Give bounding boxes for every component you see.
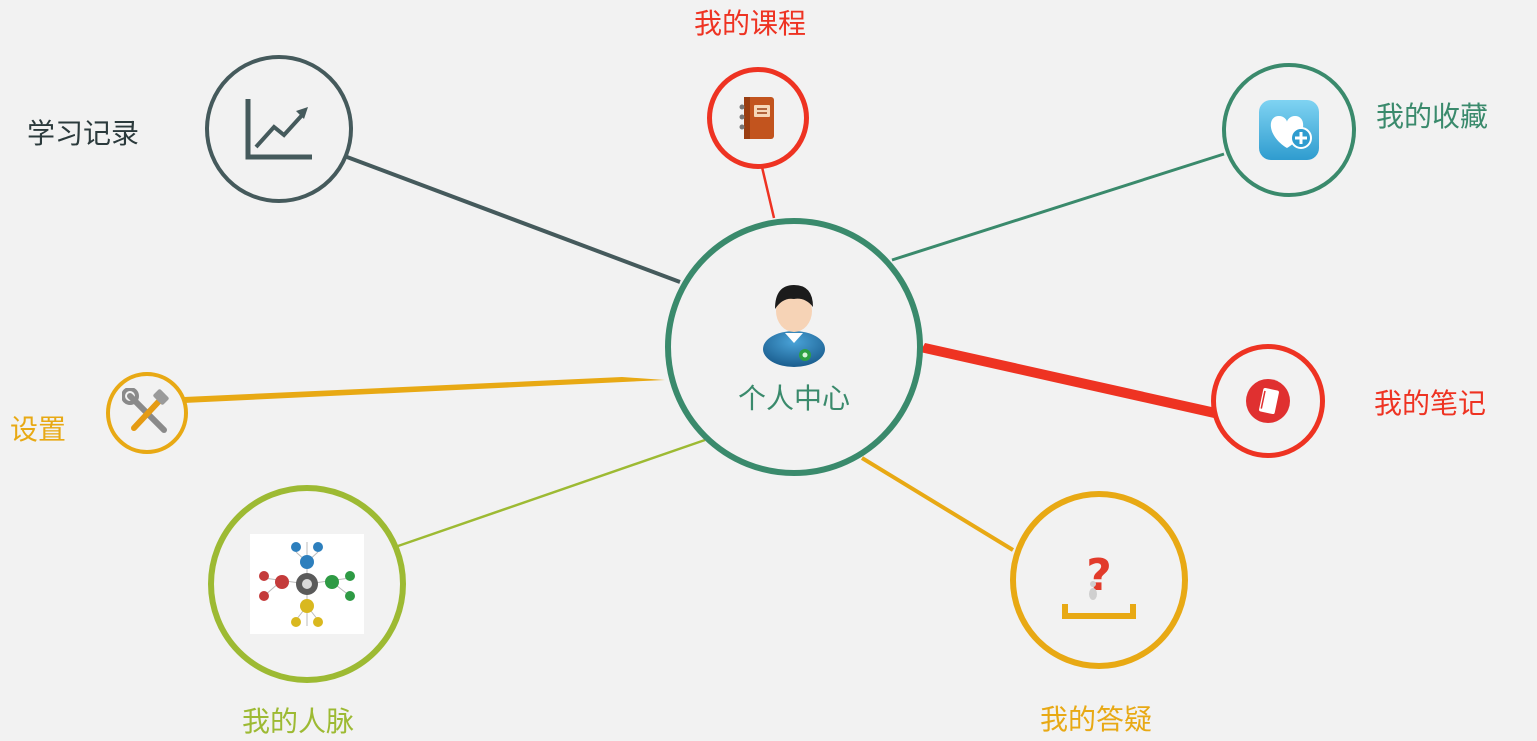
connector-settings <box>184 377 665 403</box>
node-qa[interactable]: ? <box>1010 491 1188 669</box>
node-study-records[interactable] <box>205 55 353 203</box>
connector-network <box>397 438 706 548</box>
notebook-icon <box>738 95 778 141</box>
note-icon <box>1245 378 1291 424</box>
tools-icon <box>122 388 172 438</box>
label-settings[interactable]: 设置 <box>10 413 67 446</box>
connector-courses <box>760 166 776 219</box>
node-notes[interactable] <box>1211 344 1325 458</box>
label-favorites[interactable]: 我的收藏 <box>1376 100 1489 133</box>
label-study-records[interactable]: 学习记录 <box>27 117 140 150</box>
label-network[interactable]: 我的人脉 <box>242 705 355 738</box>
center-node[interactable]: 个人中心 <box>665 218 923 476</box>
connector-qa <box>860 456 1015 552</box>
label-courses[interactable]: 我的课程 <box>694 7 807 40</box>
center-label: 个人中心 <box>737 382 850 415</box>
label-notes[interactable]: 我的笔记 <box>1374 387 1487 420</box>
node-courses[interactable] <box>707 67 809 169</box>
contacts-network-icon <box>250 534 364 634</box>
connector-notes <box>920 343 1216 418</box>
node-network[interactable] <box>208 485 406 683</box>
connector-study-records <box>346 155 681 284</box>
heart-plus-icon <box>1257 98 1321 162</box>
node-favorites[interactable] <box>1222 63 1356 197</box>
question-icon: ? <box>1059 540 1139 620</box>
trend-chart-icon <box>244 97 314 161</box>
label-qa[interactable]: 我的答疑 <box>1040 703 1153 736</box>
user-avatar-icon <box>761 277 827 367</box>
connector-favorites <box>891 152 1225 262</box>
node-settings[interactable] <box>106 372 188 454</box>
